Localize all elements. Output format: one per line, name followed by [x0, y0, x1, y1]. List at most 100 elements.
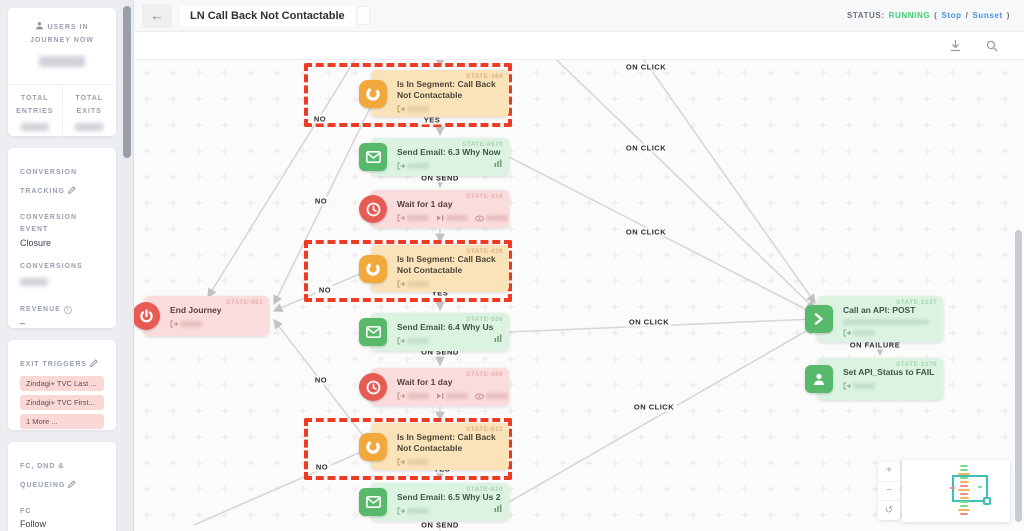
node-meta	[397, 162, 503, 170]
users-in-journey-header: USERS IN JOURNEY NOW	[24, 21, 100, 47]
fc-value: Follow	[20, 519, 47, 530]
minimap-viewport[interactable]	[952, 475, 991, 505]
stats-icon[interactable]	[494, 154, 502, 172]
clock-icon	[359, 373, 387, 401]
blurred-count	[407, 215, 429, 222]
exit-trigger-tag[interactable]: Zindagi+ TVC First...	[20, 395, 104, 410]
blurred-count	[180, 321, 202, 328]
flow-edge	[508, 325, 817, 503]
node-title: Is In Segment: Call Back Not Contactable	[397, 254, 496, 276]
total-entries-label: TOTAL ENTRIES	[16, 95, 54, 115]
clock-icon	[359, 195, 387, 223]
state-id: STATE-438	[466, 248, 503, 255]
sunset-link[interactable]: Sunset	[972, 11, 1003, 20]
exit-icon	[397, 280, 405, 288]
state-id: STATE-961	[226, 299, 263, 306]
journey-title: LN Call Back Not Contactable	[190, 9, 345, 22]
zoom-out-button[interactable]: −	[878, 480, 900, 501]
totals-row: TOTAL ENTRIES TOTAL EXITS	[8, 84, 116, 143]
exit-icon	[397, 214, 405, 222]
blurred-count	[407, 163, 429, 170]
blurred-count	[407, 459, 429, 466]
download-icon[interactable]	[949, 39, 962, 52]
minimap[interactable]	[902, 460, 1010, 522]
node-meta	[397, 392, 508, 400]
total-exits-label: TOTAL EXITS	[75, 95, 104, 115]
stats-icon[interactable]	[494, 329, 502, 347]
exit-icon	[397, 337, 405, 345]
edge-label-no: NO	[312, 462, 332, 472]
edit-exit-triggers-icon[interactable]	[89, 354, 98, 372]
state-id: STATE-8670	[462, 141, 503, 148]
exit-icon	[843, 329, 851, 337]
revenue-label: REVENUEi	[20, 304, 104, 317]
segment-icon	[359, 432, 387, 461]
person-icon	[805, 365, 833, 393]
blurred-count	[853, 330, 875, 337]
back-button[interactable]: ←	[142, 3, 172, 28]
highlight-dashed-box	[304, 240, 512, 302]
sidebar-scrollbar-thumb[interactable]	[123, 6, 131, 158]
flow-edge	[555, 60, 816, 310]
exit-icon	[843, 382, 851, 390]
blurred-api-url	[843, 319, 929, 326]
node-title: Is In Segment: Call Back Not Contactable	[397, 79, 496, 101]
edge-label-on-click: ON CLICK	[622, 62, 670, 72]
edit-fc-icon[interactable]	[68, 475, 76, 493]
state-id: STATE-612	[466, 426, 503, 433]
fc-dnd-queueing-card: FC, DND & QUEUEING FC Follow	[8, 442, 116, 531]
zoom-reset-button[interactable]: ↺	[878, 500, 900, 520]
sidebar-scrollbar[interactable]	[120, 0, 134, 531]
edit-conversion-icon[interactable]	[67, 181, 76, 199]
exit-icon	[397, 162, 405, 170]
blurred-count	[407, 106, 429, 113]
canvas-scrollbar[interactable]	[1015, 60, 1022, 531]
state-id: STATE-414	[466, 193, 503, 200]
fc-label: FC	[20, 507, 32, 515]
edge-label-no: NO	[311, 375, 331, 385]
stop-link[interactable]: Stop	[941, 11, 962, 20]
node-meta	[397, 214, 508, 222]
skip-icon	[436, 392, 444, 400]
sidebar: USERS IN JOURNEY NOW TOTAL ENTRIES TOTAL…	[0, 0, 120, 531]
minimap-resize-handle[interactable]	[983, 497, 991, 505]
minimap-node-mark	[978, 486, 982, 488]
blurred-count	[853, 383, 875, 390]
users-in-journey-label: USERS IN JOURNEY NOW	[30, 24, 94, 44]
minimap-node-mark	[958, 489, 970, 491]
stats-icon[interactable]	[494, 499, 502, 517]
minimap-node-mark	[960, 481, 969, 483]
blurred-count	[407, 393, 429, 400]
exit-triggers-card: EXIT TRIGGERS Zindagi+ TVC Last ...Zinda…	[8, 340, 116, 430]
blurred-count	[407, 338, 429, 345]
info-icon[interactable]: i	[63, 306, 72, 315]
exit-icon	[170, 320, 178, 328]
node-meta	[397, 507, 503, 515]
exit-trigger-tag[interactable]: Zindagi+ TVC Last ...	[20, 376, 104, 391]
search-icon[interactable]	[986, 40, 998, 52]
total-entries-value-blurred	[20, 123, 49, 132]
node-title: Send Email: 6.3 Why Now	[397, 147, 501, 157]
exit-trigger-tag[interactable]: 1 More ...	[20, 414, 104, 429]
zoom-in-button[interactable]: +	[878, 462, 900, 481]
minimap-node-mark	[960, 513, 968, 515]
state-id: STATE-488	[466, 371, 503, 378]
edge-label-on-failure: ON FAILURE	[846, 340, 904, 350]
canvas-scrollbar-thumb[interactable]	[1015, 230, 1022, 522]
title-edit-chip[interactable]	[356, 6, 370, 25]
node-meta	[397, 458, 503, 466]
state-id: STATE-536	[466, 316, 503, 323]
state-id: STATE-2276	[896, 361, 937, 368]
